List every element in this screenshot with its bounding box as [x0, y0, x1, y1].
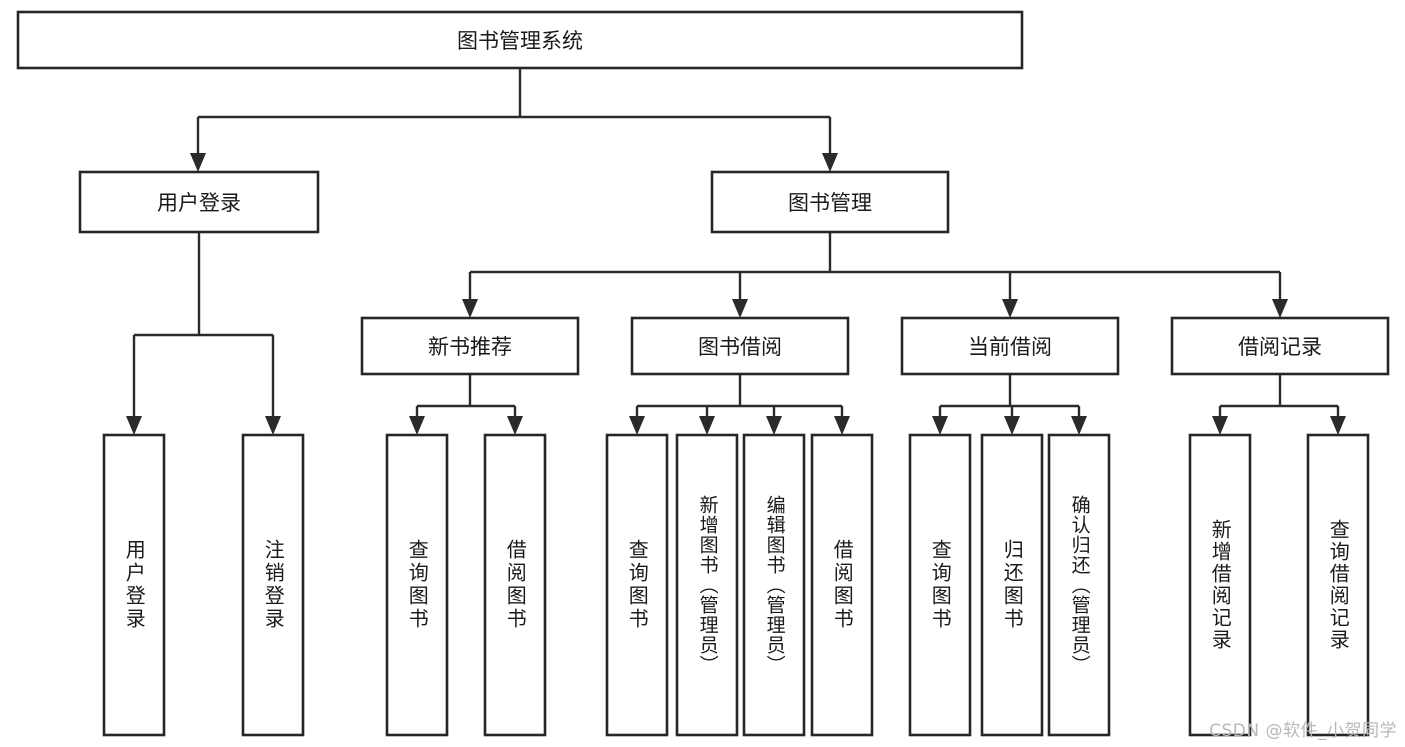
node-root-box[interactable]	[16, 10, 1024, 70]
leaf-box-confirm-return[interactable]	[1047, 433, 1111, 737]
node-new-book-recommend-box[interactable]	[360, 316, 580, 376]
arrow-head-icon	[462, 299, 478, 318]
node-user-login[interactable]: 用户登录	[78, 170, 320, 234]
node-borrow-record-label: 借阅记录	[1238, 335, 1322, 359]
leaf-box-borrow-book[interactable]	[810, 433, 874, 737]
node-user-login-label: 用户登录	[157, 191, 241, 215]
leaf-box-query-book-current[interactable]	[908, 433, 972, 737]
arrow-head-icon	[1272, 299, 1288, 318]
node-new-book-recommend[interactable]: 新书推荐	[360, 316, 580, 376]
node-current-borrow-label: 当前借阅	[968, 335, 1052, 359]
arrow-head-icon	[1004, 416, 1020, 435]
node-book-management-box[interactable]	[710, 170, 950, 234]
leaf-box-query-book-new[interactable]	[385, 433, 449, 737]
arrow-head-icon	[1212, 416, 1228, 435]
node-user-login-box[interactable]	[78, 170, 320, 234]
node-current-borrow-box[interactable]	[900, 316, 1120, 376]
arrow-head-icon	[932, 416, 948, 435]
arrow-head-icon	[834, 416, 850, 435]
edges-layer	[126, 68, 1346, 435]
node-borrow-record[interactable]: 借阅记录	[1170, 316, 1390, 376]
arrow-head-icon	[629, 416, 645, 435]
leaf-box-add-record[interactable]	[1188, 433, 1252, 737]
node-root[interactable]: 图书管理系统	[16, 10, 1024, 70]
leaf-box-borrow-book-new[interactable]	[483, 433, 547, 737]
leaf-box-return-book[interactable]	[980, 433, 1044, 737]
node-book-borrow-label: 图书借阅	[698, 335, 782, 359]
node-book-management[interactable]: 图书管理	[710, 170, 950, 234]
node-borrow-record-box[interactable]	[1170, 316, 1390, 376]
arrow-head-icon	[507, 416, 523, 435]
arrow-head-icon	[126, 416, 142, 435]
leaf-boxes-layer	[102, 433, 1370, 737]
node-book-borrow[interactable]: 图书借阅	[630, 316, 850, 376]
leaf-box-edit-book-admin[interactable]	[742, 433, 806, 737]
arrow-head-icon	[1330, 416, 1346, 435]
watermark-text: CSDN @软件_小贺同学	[1209, 721, 1397, 741]
arrow-head-icon	[822, 153, 838, 172]
arrow-head-icon	[766, 416, 782, 435]
arrow-head-icon	[699, 416, 715, 435]
leaf-box-query-record[interactable]	[1306, 433, 1370, 737]
arrow-head-icon	[1071, 416, 1087, 435]
leaf-box-add-book-admin[interactable]	[675, 433, 739, 737]
arrow-head-icon	[1002, 299, 1018, 318]
node-current-borrow[interactable]: 当前借阅	[900, 316, 1120, 376]
leaf-box-logout-login[interactable]	[241, 433, 305, 737]
leaf-box-query-book-borrow[interactable]	[605, 433, 669, 737]
arrow-head-icon	[265, 416, 281, 435]
node-new-book-recommend-label: 新书推荐	[428, 335, 512, 359]
node-book-borrow-box[interactable]	[630, 316, 850, 376]
arrow-head-icon	[190, 153, 206, 172]
node-book-management-label: 图书管理	[788, 191, 872, 215]
leaf-box-user-login[interactable]	[102, 433, 166, 737]
arrow-head-icon	[732, 299, 748, 318]
arrow-head-icon	[409, 416, 425, 435]
node-root-label: 图书管理系统	[457, 29, 583, 53]
